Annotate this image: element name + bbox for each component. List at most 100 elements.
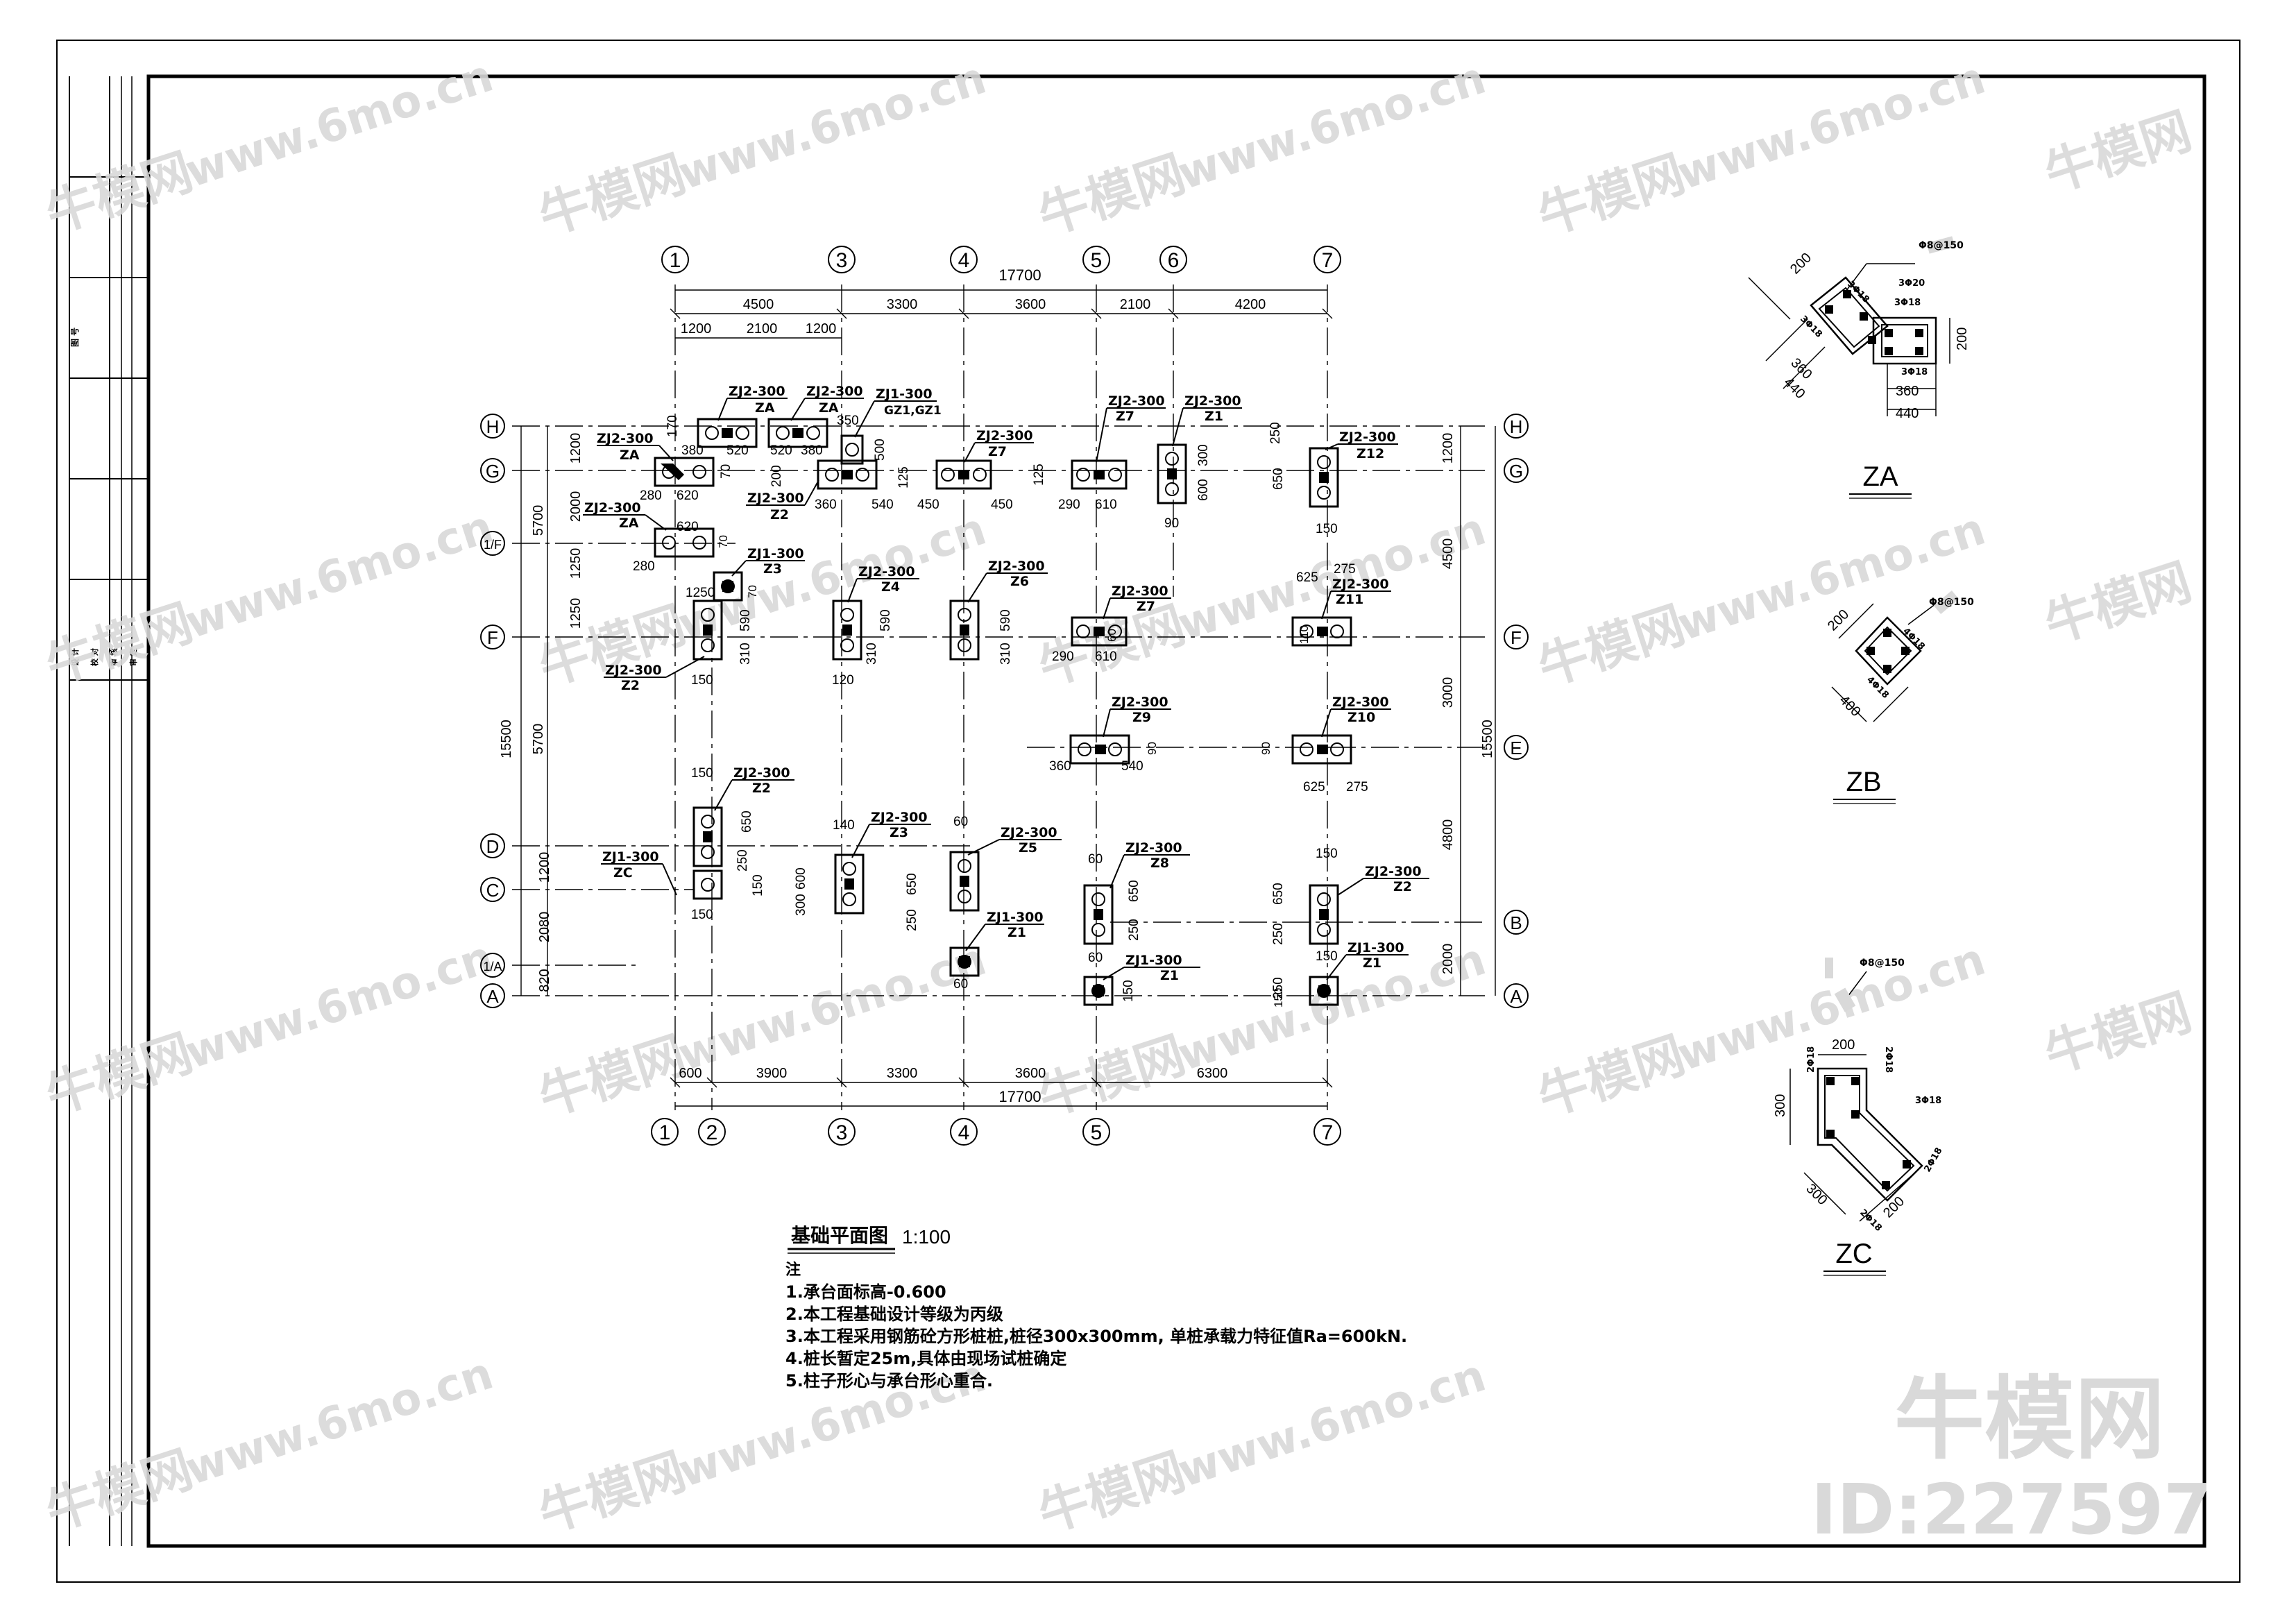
top-sub-dim: 1200 — [681, 321, 712, 337]
axis-label: 4 — [958, 249, 970, 272]
bottom-axis-bubbles: 1 2 3 4 5 7 — [651, 1118, 1341, 1146]
top-dim: 4500 — [743, 297, 774, 312]
cap-column-label: Z1 — [1007, 925, 1026, 940]
cap-dim: 280 — [640, 488, 662, 503]
bottom-dim: 3600 — [1015, 1066, 1046, 1081]
title-block-row: 审 核 — [109, 648, 119, 666]
cap-dim: 200 — [769, 465, 784, 487]
cap-type-label: ZJ2-300 — [1332, 695, 1389, 710]
watermark-url: www.6mo.cn — [179, 51, 499, 198]
detail-dim: 360 — [1896, 384, 1919, 399]
cap-column-label: Z1 — [1363, 955, 1381, 971]
cap-column-label: GZ1,GZ1 — [884, 404, 942, 418]
axis-label: A — [486, 986, 499, 1007]
axis-label: 4 — [958, 1121, 970, 1144]
plan-title: 基础平面图 — [791, 1224, 888, 1247]
cap-column-label: Z1 — [1160, 968, 1179, 983]
cap-dim: 150 — [1316, 522, 1338, 536]
cap-dim: 150 — [751, 874, 765, 897]
watermark-site: 牛模网 — [1531, 595, 1691, 697]
left-dim: 2000 — [568, 491, 584, 522]
dimension-lines — [520, 289, 1496, 1107]
inner-frame — [146, 74, 2206, 1548]
cap-type-label: ZJ2-300 — [1184, 393, 1241, 409]
cap-dim: 150 — [1121, 980, 1136, 1002]
detail-dim: 200 — [1832, 1037, 1855, 1053]
cap-dim: 450 — [991, 498, 1013, 512]
cap-type-label: ZJ2-300 — [871, 810, 928, 825]
cap-dim: 275 — [1334, 562, 1356, 577]
watermark-site: 牛模网 — [1031, 1442, 1191, 1544]
axis-label: H — [1510, 416, 1523, 437]
watermark-url: www.6mo.cn — [672, 934, 992, 1082]
top-dim: 3300 — [887, 297, 918, 312]
detail-dim: 200 — [1787, 250, 1814, 277]
note-item: 2.本工程基础设计等级为丙级 — [785, 1305, 1003, 1324]
cap-dim: 290 — [1052, 649, 1074, 664]
cap-dim: 250 — [1271, 923, 1286, 945]
cap-labels: ZJ2-300 ZA ZJ2-300 ZA ZJ1-300 GZ1,GZ1 ZJ… — [584, 384, 1422, 983]
cap-dim: 500 — [873, 439, 887, 461]
left-dim: 2080 — [537, 912, 552, 943]
cap-dim: 625 — [1303, 780, 1325, 794]
cap-column-label: Z6 — [1010, 574, 1029, 589]
cap-dim: 250 — [1268, 422, 1283, 444]
cap-dim: 60 — [953, 815, 968, 829]
left-axis-bubbles: H G 1/F F D C 1/A A — [480, 414, 505, 1008]
cap-type-label: ZJ2-300 — [1001, 825, 1057, 840]
cap-type-label: ZJ2-300 — [1112, 584, 1168, 599]
cap-dim: 150 — [691, 766, 713, 781]
bottom-dim: 3900 — [756, 1066, 788, 1081]
cap-dim: 600 — [794, 867, 808, 890]
watermark-site: 牛模网 — [1031, 144, 1191, 246]
left-dim: 1200 — [568, 433, 584, 464]
detail-rebar: 3Φ18 — [1901, 367, 1928, 377]
cap-column-label: Z7 — [988, 444, 1007, 459]
cap-dim: 590 — [878, 609, 893, 631]
axis-label: 7 — [1322, 1121, 1334, 1144]
top-axis-bubbles: 1 3 4 5 6 7 — [661, 246, 1341, 273]
axis-label: E — [1510, 738, 1522, 758]
watermark-site: 牛模网 — [39, 1440, 199, 1542]
outer-frame — [56, 40, 2240, 1583]
cap-dim: 250 — [735, 849, 750, 872]
detail-zb: Φ8@150 200 400 4Φ18 4Φ18 ZB — [1825, 590, 1974, 804]
title-block-note: 图 号 — [69, 328, 80, 347]
cap-column-label: Z3 — [890, 825, 908, 840]
cap-dim: 60 — [953, 977, 968, 992]
cap-type-label: ZJ2-300 — [988, 559, 1045, 574]
cap-dim: 520 — [770, 443, 792, 458]
watermark-site: 牛模网 — [2038, 552, 2198, 654]
cap-type-label: ZJ2-300 — [1108, 393, 1165, 409]
piles — [662, 426, 1344, 998]
cap-type-label: ZJ1-300 — [987, 910, 1044, 925]
detail-rebar: 4Φ18 — [1864, 674, 1891, 701]
detail-dim: 400 — [1836, 692, 1863, 720]
note-item: 4.桩长暂定25m,具体由现场试桩确定 — [785, 1349, 1066, 1368]
axis-label: 3 — [836, 249, 848, 272]
watermark-url: www.6mo.cn — [1672, 934, 1991, 1082]
cap-dim: 150 — [691, 908, 713, 922]
cap-type-label: ZJ2-300 — [597, 431, 654, 446]
detail-label: ZB — [1846, 767, 1881, 797]
cap-dim: 280 — [633, 559, 655, 574]
watermark-site: 牛模网 — [2038, 101, 2198, 203]
cap-type-label: ZJ2-300 — [584, 500, 641, 516]
axis-label: G — [1509, 461, 1523, 482]
axis-label: 5 — [1091, 249, 1103, 272]
detail-rebar: 2Φ18 — [1883, 1046, 1894, 1073]
notes: 注 1.承台面标高-0.600 2.本工程基础设计等级为丙级 3.本工程采用钢筋… — [785, 1261, 1407, 1391]
cap-column-label: Z2 — [1393, 879, 1412, 894]
cap-column-label: Z9 — [1132, 710, 1151, 725]
axis-label: 7 — [1322, 249, 1334, 272]
left-dim: 1250 — [568, 598, 584, 629]
cap-dim: 310 — [738, 643, 753, 665]
watermark-site: 牛模网 — [1531, 144, 1691, 246]
axis-label: F — [487, 627, 498, 648]
title-block: 图 号 设 计 校 对 审 核 审 定 — [69, 76, 148, 1546]
cap-type-label: ZJ1-300 — [1347, 940, 1404, 955]
axis-label: H — [486, 416, 500, 437]
cap-dimensions: 380 520 520 380 350 500 170 70 280 620 2… — [633, 414, 1368, 1008]
watermark-site: 牛模网 — [532, 1442, 692, 1544]
cap-column-label: Z5 — [1019, 840, 1037, 856]
